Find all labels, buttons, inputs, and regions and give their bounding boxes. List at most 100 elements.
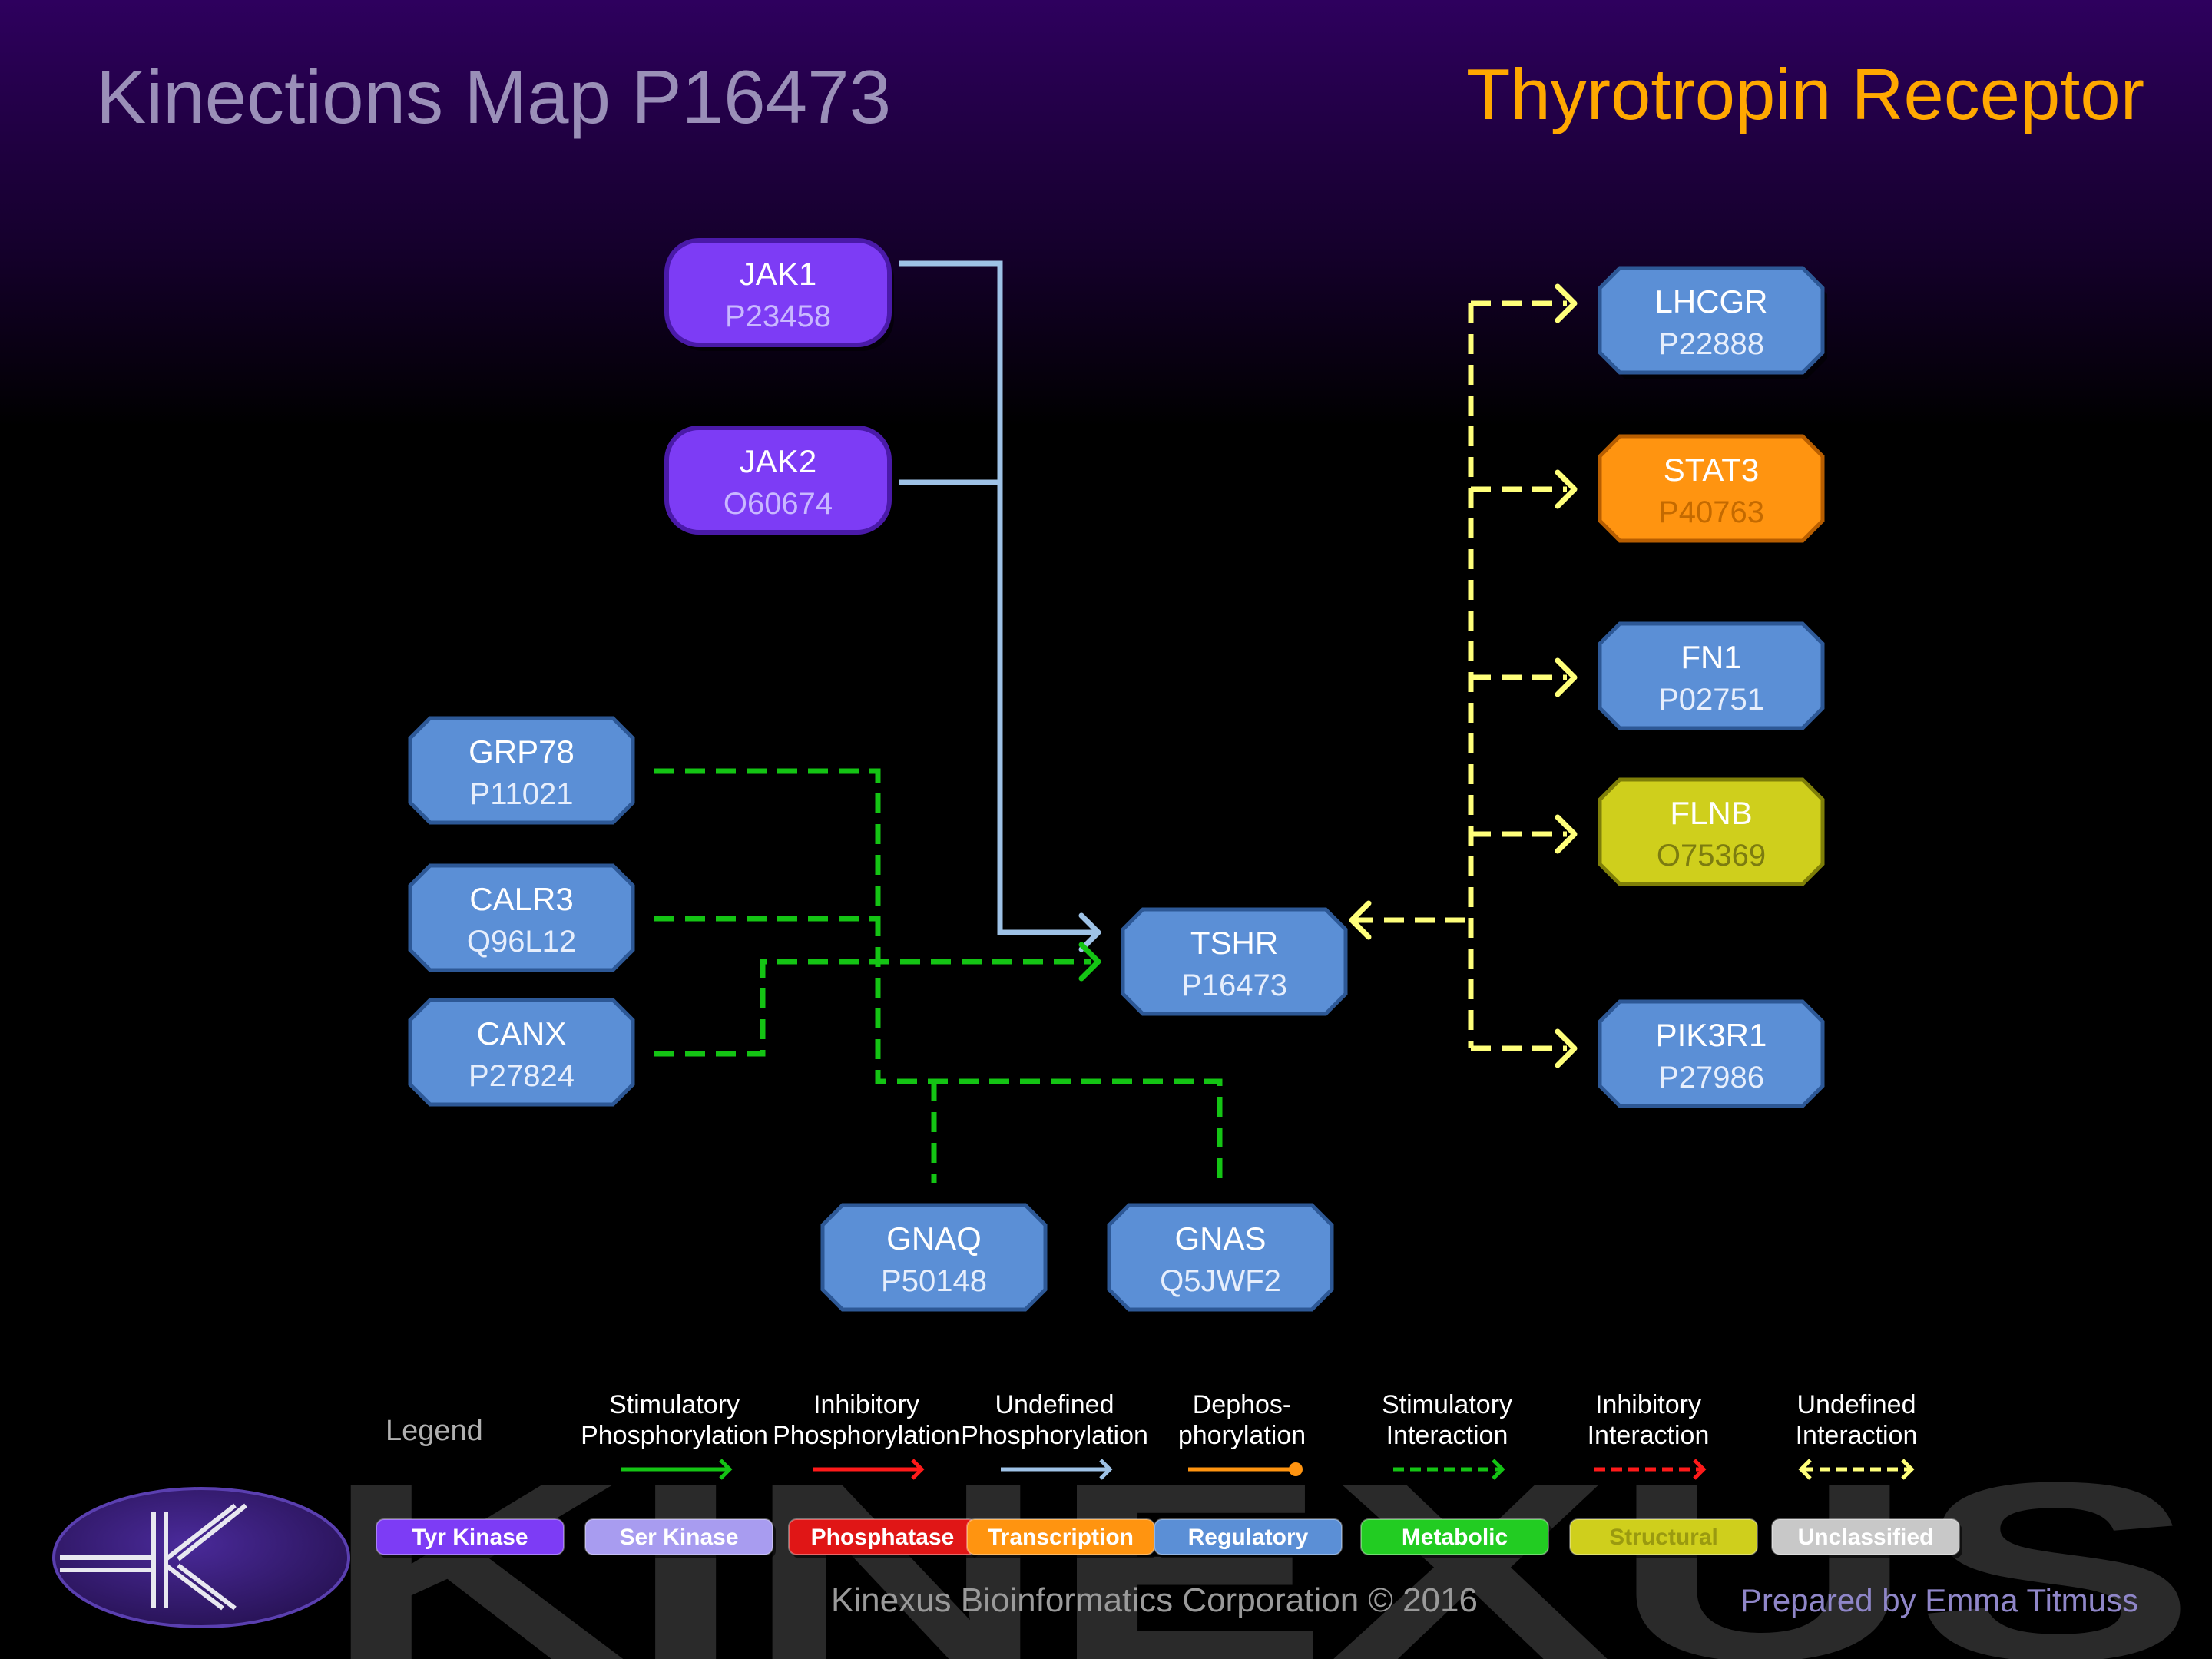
legend-arrow-item: Dephos-phorylation [1178, 1390, 1306, 1476]
node-name: STAT3 [1664, 452, 1759, 488]
node-name: JAK2 [740, 443, 816, 479]
node-gnaq[interactable]: GNAQ P50148 [820, 1203, 1050, 1316]
node-accession: P02751 [1658, 683, 1764, 717]
legend-arrowhead-icon [1693, 1459, 1707, 1480]
legend-category-phosphatase: Phosphatase [788, 1518, 979, 1558]
copyright: Kinexus Bioinformatics Corporation © 201… [831, 1581, 1478, 1619]
legend-swatch [1771, 1518, 1960, 1555]
legend-swatch [1360, 1518, 1549, 1555]
node-shape [1121, 907, 1348, 1016]
node-accession: Q5JWF2 [1160, 1264, 1281, 1298]
edge-arrowhead-icon [1078, 942, 1101, 982]
legend-arrow-label-line1: Undefined [1796, 1390, 1916, 1419]
legend-category-unclassified: Unclassified [1771, 1518, 1962, 1558]
edge-grp78-bus [654, 768, 1223, 1183]
node-accession: O60674 [724, 487, 833, 521]
legend-category-tyr-kinase: Tyr Kinase [376, 1518, 567, 1558]
protein-name: Thyrotropin Receptor [1466, 54, 2144, 134]
legend-arrow-label-line2: Phosphorylation [581, 1421, 768, 1450]
legend-arrows: StimulatoryPhosphorylationInhibitoryPhos… [581, 1390, 1918, 1480]
node-shape [1107, 1203, 1334, 1312]
legend-arrow-label-line1: Stimulatory [1382, 1390, 1512, 1419]
edge-jak1-tshr [899, 260, 1094, 935]
node-shape [408, 863, 635, 972]
edge-canx-tshr [654, 959, 1091, 1057]
node-accession: P22888 [1658, 327, 1764, 361]
legend-category-label: Transcription [988, 1525, 1134, 1550]
legend-category-ser-kinase: Ser Kinase [584, 1518, 776, 1558]
legend-arrow-label-line2: Interaction [1796, 1421, 1918, 1450]
legend-arrow-label-line2: Interaction [1588, 1421, 1710, 1450]
node-accession: O75369 [1657, 839, 1766, 873]
legend-arrow-label-line2: Phosphorylation [961, 1421, 1148, 1450]
node-shape [820, 1203, 1048, 1312]
node-accession: P27824 [469, 1059, 575, 1093]
legend-category-structural: Structural [1569, 1518, 1760, 1558]
node-name: CANX [477, 1015, 567, 1051]
legend-arrowhead-icon [911, 1459, 925, 1480]
node-name: TSHR [1190, 925, 1278, 961]
legend-swatch [1569, 1518, 1758, 1555]
legend-category-regulatory: Regulatory [1154, 1518, 1345, 1558]
logo-k-mark-icon [60, 1503, 247, 1611]
legend-swatch [1154, 1518, 1343, 1555]
node-flnb[interactable]: FLNB O75369 [1598, 777, 1827, 890]
node-shape [1598, 266, 1825, 375]
legend-arrow-label-line1: Dephos- [1193, 1390, 1292, 1419]
legend: Legend StimulatoryPhosphorylationInhibit… [376, 1390, 1962, 1558]
legend-arrow-label-line1: Inhibitory [813, 1390, 919, 1419]
node-canx[interactable]: CANX P27824 [408, 998, 637, 1111]
legend-arrow-label-line2: Phosphorylation [773, 1421, 960, 1450]
legend-arrow-label-line1: Inhibitory [1595, 1390, 1701, 1419]
node-shape [1598, 621, 1825, 730]
node-name: FLNB [1670, 795, 1752, 831]
node-shape [664, 426, 892, 535]
node-shape [1598, 999, 1825, 1108]
node-accession: P50148 [881, 1264, 987, 1298]
node-shape [1598, 777, 1825, 886]
legend-category-label: Phosphatase [811, 1525, 955, 1550]
node-name: LHCGR [1654, 283, 1767, 320]
node-accession: P23458 [725, 300, 831, 333]
legend-categories: Tyr Kinase Ser Kinase Phosphatase Transcrip… [376, 1518, 1962, 1558]
interaction-edges [654, 260, 1578, 1183]
node-name: JAK1 [740, 256, 816, 292]
node-name: GNAQ [886, 1220, 982, 1257]
legend-arrow-label-line2: Interaction [1386, 1421, 1508, 1450]
legend-category-transcription: Transcription [966, 1518, 1157, 1558]
legend-title: Legend [386, 1415, 483, 1447]
kinexus-logo [52, 1487, 350, 1628]
node-accession: P11021 [470, 777, 574, 811]
legend-arrow-label-line1: Undefined [995, 1390, 1114, 1419]
node-shape [664, 238, 892, 347]
node-name: GNAS [1174, 1220, 1266, 1257]
node-accession: P27986 [1658, 1061, 1764, 1094]
node-lhcgr[interactable]: LHCGR P22888 [1598, 266, 1827, 379]
legend-swatch [376, 1518, 565, 1555]
node-name: PIK3R1 [1656, 1017, 1767, 1053]
logo-oval [52, 1487, 350, 1628]
legend-category-label: Unclassified [1798, 1525, 1934, 1550]
edge-arrowhead-icon [1555, 469, 1578, 509]
legend-arrow-label-line2: phorylation [1178, 1421, 1306, 1450]
node-gnas[interactable]: GNAS Q5JWF2 [1107, 1203, 1336, 1316]
legend-arrowhead-icon [1798, 1459, 1812, 1480]
node-name: FN1 [1681, 639, 1741, 675]
edge-arrowhead-icon [1555, 283, 1578, 323]
node-accession: Q96L12 [467, 925, 576, 959]
legend-arrow-label-line1: Stimulatory [609, 1390, 740, 1419]
legend-category-label: Structural [1609, 1525, 1718, 1550]
